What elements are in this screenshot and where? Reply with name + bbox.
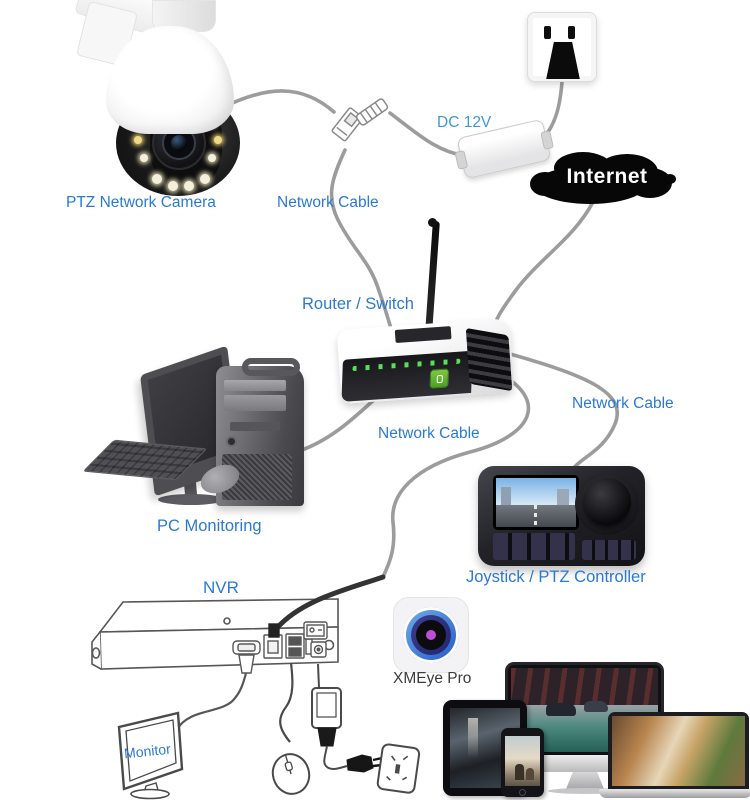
xmeye-lens-core xyxy=(416,620,446,650)
phone-screen-feed xyxy=(505,736,540,786)
xmeye-lens-ring xyxy=(403,607,459,663)
camera-led-dot xyxy=(200,174,210,184)
rj45-connector-drawing xyxy=(331,107,364,142)
label-nvr: NVR xyxy=(203,578,239,597)
tower-drive-bay xyxy=(224,395,286,411)
cloud-shape xyxy=(664,174,676,184)
cable-black-into-nvr xyxy=(274,574,386,631)
laptop-screen-feed xyxy=(612,716,745,786)
label-xmeye-pro: XMEye Pro xyxy=(393,670,472,687)
cable-junction-to-router xyxy=(329,148,394,334)
joystick-controller xyxy=(478,466,645,566)
laptop-base xyxy=(599,789,750,798)
laptop-screen xyxy=(608,712,749,790)
tower-power-button xyxy=(226,436,237,447)
xmeye-lens-mid xyxy=(411,615,451,655)
camera-led-dot xyxy=(140,154,148,162)
router-front-panel xyxy=(341,350,473,402)
label-network-cable-top: Network Cable xyxy=(277,194,379,211)
joystick-base xyxy=(575,473,639,535)
cloud-shape xyxy=(628,168,672,198)
label-joystick-controller: Joystick / PTZ Controller xyxy=(466,568,646,586)
phone-feed-figure xyxy=(526,768,534,780)
phone-home-button xyxy=(519,789,526,796)
camera-led-dot xyxy=(168,181,178,191)
xmeye-app-icon xyxy=(393,597,469,673)
outlet-plug xyxy=(546,42,580,79)
camera-led-dot xyxy=(184,181,194,191)
joystick-knob xyxy=(583,478,631,526)
internet-cloud: Internet xyxy=(530,152,680,208)
tower-drive-bay xyxy=(224,380,286,391)
cable-router-to-joystick xyxy=(501,350,619,474)
outlet-slot xyxy=(568,26,575,39)
outlet-slot xyxy=(544,26,551,39)
vga-cable-drawing xyxy=(177,654,255,729)
cable-router-to-nvr xyxy=(381,368,531,579)
controller-screen xyxy=(493,475,579,530)
router xyxy=(336,318,515,404)
label-router-switch: Router / Switch xyxy=(302,295,414,313)
xmeye-lens-dot xyxy=(426,630,436,640)
dc-barrel-connector-drawing xyxy=(355,98,389,126)
pc-monitor-base xyxy=(158,494,224,505)
monitor-drawing xyxy=(117,711,184,800)
smartphone-device xyxy=(501,728,544,797)
controller-keypad-left xyxy=(493,533,575,560)
camera-led-dot xyxy=(214,136,222,144)
power-adapter-drawing xyxy=(311,663,421,794)
tower-card-reader xyxy=(230,422,280,431)
camera-lens-glass xyxy=(171,135,187,151)
screen-building xyxy=(501,487,511,505)
cable-pc-to-router xyxy=(294,396,378,454)
controller-keypad-right xyxy=(582,540,636,560)
display-feed-car xyxy=(546,703,576,716)
tower-handle xyxy=(242,358,300,376)
lock-icon xyxy=(436,374,443,384)
camera-led-dot xyxy=(152,174,162,184)
router-logo xyxy=(394,326,452,344)
label-network-cable-right: Network Cable xyxy=(572,395,674,412)
screen-building xyxy=(557,489,569,505)
label-dc-12v: DC 12V xyxy=(437,114,492,131)
desktop-display-stand xyxy=(566,772,604,789)
cable-camera-to-junction xyxy=(224,89,336,114)
screen-road-markings xyxy=(534,505,537,527)
internet-label: Internet xyxy=(566,165,648,188)
display-feed-garage-ceiling xyxy=(511,668,658,708)
wall-outlet xyxy=(527,12,597,82)
camera-led-dot xyxy=(134,136,142,144)
camera-led-dot xyxy=(208,154,216,162)
camera-dome xyxy=(106,26,234,134)
phone-feed-figure xyxy=(515,764,524,780)
label-network-cable-mid: Network Cable xyxy=(378,425,480,442)
router-side-vents xyxy=(465,327,513,392)
router-wps-button xyxy=(429,368,450,389)
label-pc-monitoring: PC Monitoring xyxy=(157,517,262,535)
label-ptz-camera: PTZ Network Camera xyxy=(66,194,216,211)
nvr-ports-drawing xyxy=(232,621,328,659)
cable-cloud-to-router xyxy=(488,200,595,342)
cloud-shape xyxy=(530,172,560,196)
router-antenna-tip xyxy=(428,218,437,227)
desktop-display-base xyxy=(548,788,624,794)
tablet-feed-highlight xyxy=(468,718,478,758)
pc-tower xyxy=(216,358,304,506)
mouse-drawing xyxy=(271,662,311,795)
display-feed-car xyxy=(584,701,608,712)
